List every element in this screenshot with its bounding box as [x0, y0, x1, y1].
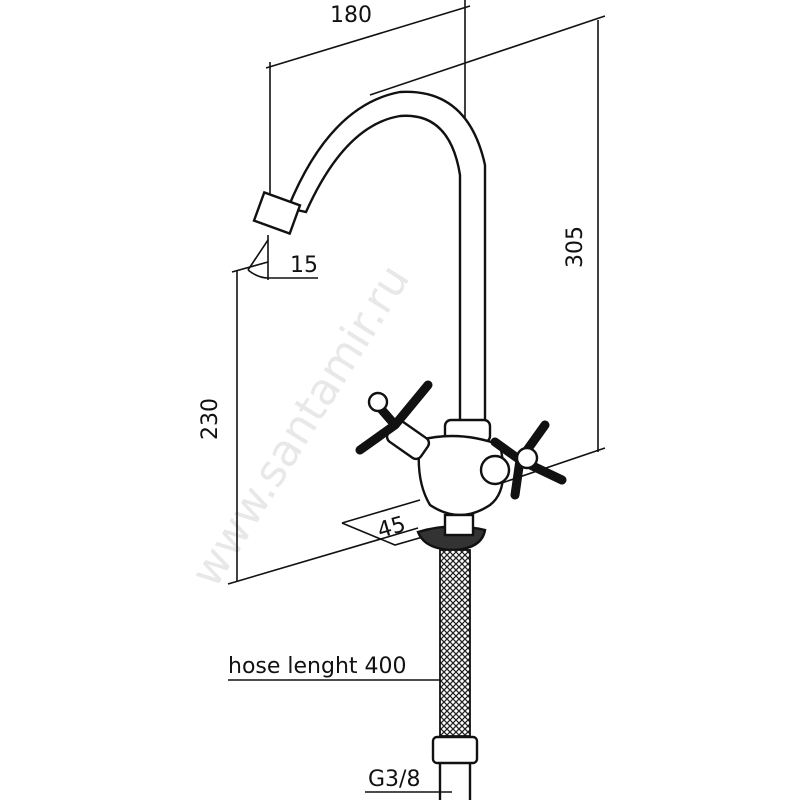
label-connection: G3/8: [368, 767, 420, 792]
label-15: 15: [290, 253, 318, 278]
dimension-lines: [227, 0, 606, 793]
label-45: 45: [375, 512, 409, 544]
mounting-stud: [443, 513, 475, 537]
dim-line-180: [265, 5, 471, 69]
label-180: 180: [330, 3, 372, 28]
ext-line-base: [489, 447, 606, 488]
label-hose-length: hose lenght 400: [228, 654, 407, 679]
right-handle-hub: [515, 446, 539, 470]
aerator: [252, 190, 302, 236]
left-handle-knob: [367, 391, 389, 413]
angle-arc-15: [247, 239, 269, 279]
label-305: 305: [563, 226, 588, 268]
ext-line-base-left: [227, 527, 419, 585]
right-handle: [490, 420, 567, 500]
hose-nut: [431, 735, 479, 765]
right-valve-stem: [479, 454, 511, 486]
valve-body: [417, 434, 505, 517]
faucet-body: [252, 90, 567, 800]
label-230: 230: [198, 398, 223, 440]
ext-line-top: [369, 15, 606, 96]
braided-hose: [439, 549, 471, 737]
